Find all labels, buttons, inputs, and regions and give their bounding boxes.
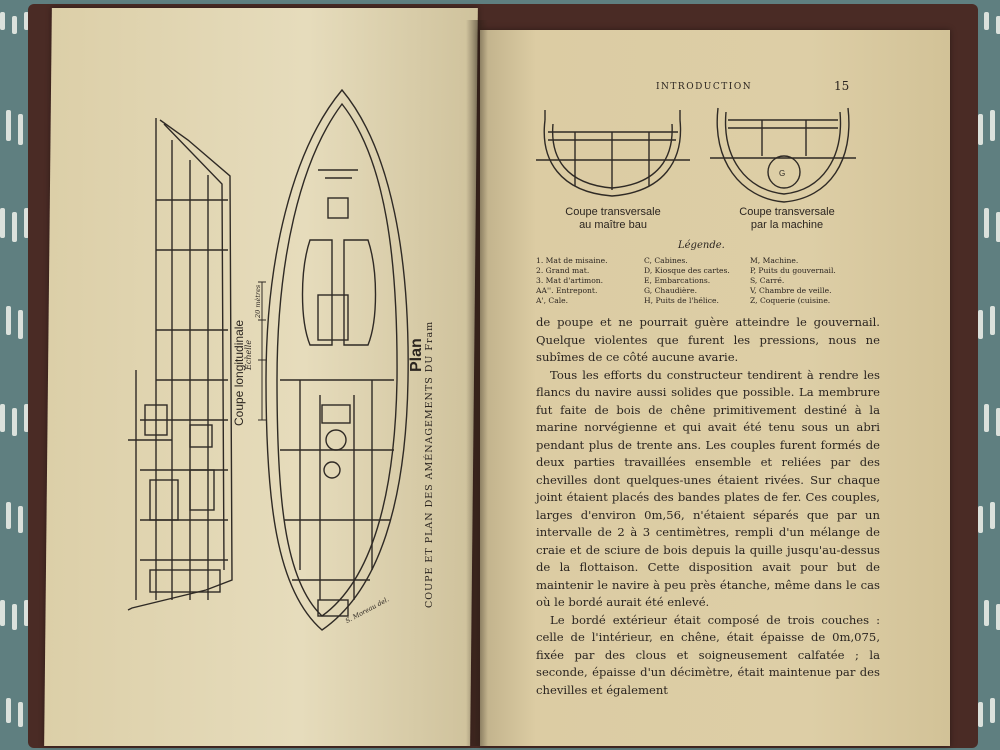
- page-number: 15: [834, 79, 850, 93]
- paragraph: Le bordé extérieur était composé de troi…: [536, 612, 880, 697]
- legend-item: G, Chaudière.: [644, 286, 698, 295]
- caption-main-beam-line2: au maître bau: [579, 219, 647, 231]
- legend-item: AA''. Entrepont.: [536, 286, 598, 295]
- right-page: [480, 30, 950, 746]
- scale-units-label: 20 mètres: [254, 284, 262, 318]
- body-text: de poupe et ne pourrait guère atteindre …: [536, 314, 880, 699]
- legend-item: 3. Mat d'artimon.: [536, 276, 604, 285]
- caption-main-beam: Coupe transversale au maître bau: [538, 206, 688, 232]
- legend-item: H, Puits de l'hélice.: [644, 296, 719, 305]
- figure-side-title: COUPE ET PLAN DES AMÉNAGEMENTS DU Fram: [424, 320, 435, 608]
- legend-item: V, Chambre de veille.: [750, 286, 832, 295]
- longitudinal-section-drawing: [127, 118, 233, 611]
- legend-item: D, Kiosque des cartes.: [644, 266, 730, 275]
- scale-bar: [258, 281, 266, 421]
- longitudinal-section-label: Coupe longitudinale: [232, 319, 246, 426]
- legend-item: 1. Mat de misaine.: [536, 256, 608, 265]
- running-head: INTRODUCTION: [656, 82, 753, 92]
- legend-item: M, Machine.: [750, 256, 799, 265]
- cross-section-engine-drawing: [710, 107, 856, 203]
- legend-title: Légende.: [678, 240, 725, 251]
- caption-engine-line1: Coupe transversale: [739, 206, 835, 218]
- legend-item: E, Embarcations.: [644, 276, 711, 285]
- caption-engine-line2: par la machine: [750, 219, 824, 231]
- legend-item: Z, Coquerie (cuisine.: [750, 296, 831, 305]
- legend-item: 2. Grand mat.: [536, 266, 590, 275]
- legend-grid: 1. Mat de misaine. C, Cabines. M, Machin…: [536, 256, 876, 305]
- caption-engine: Coupe transversale par la machine: [712, 206, 862, 232]
- book-gutter: [466, 20, 488, 746]
- ship-plan-drawing: [265, 88, 409, 631]
- legend-item: C, Cabines.: [644, 256, 688, 265]
- cross-section-main-beam-drawing: [536, 110, 690, 197]
- legend-item: P, Puits du gouvernail.: [750, 266, 836, 275]
- paragraph: Tous les efforts du constructeur tendire…: [536, 367, 880, 610]
- engine-g-label: G: [779, 169, 785, 178]
- caption-main-beam-line1: Coupe transversale: [565, 206, 661, 218]
- scale-label: Échelle: [244, 339, 253, 370]
- legend-item: A', Cale.: [536, 296, 569, 305]
- paragraph: de poupe et ne pourrait guère atteindre …: [536, 315, 880, 364]
- legend-item: S, Carré.: [750, 276, 785, 285]
